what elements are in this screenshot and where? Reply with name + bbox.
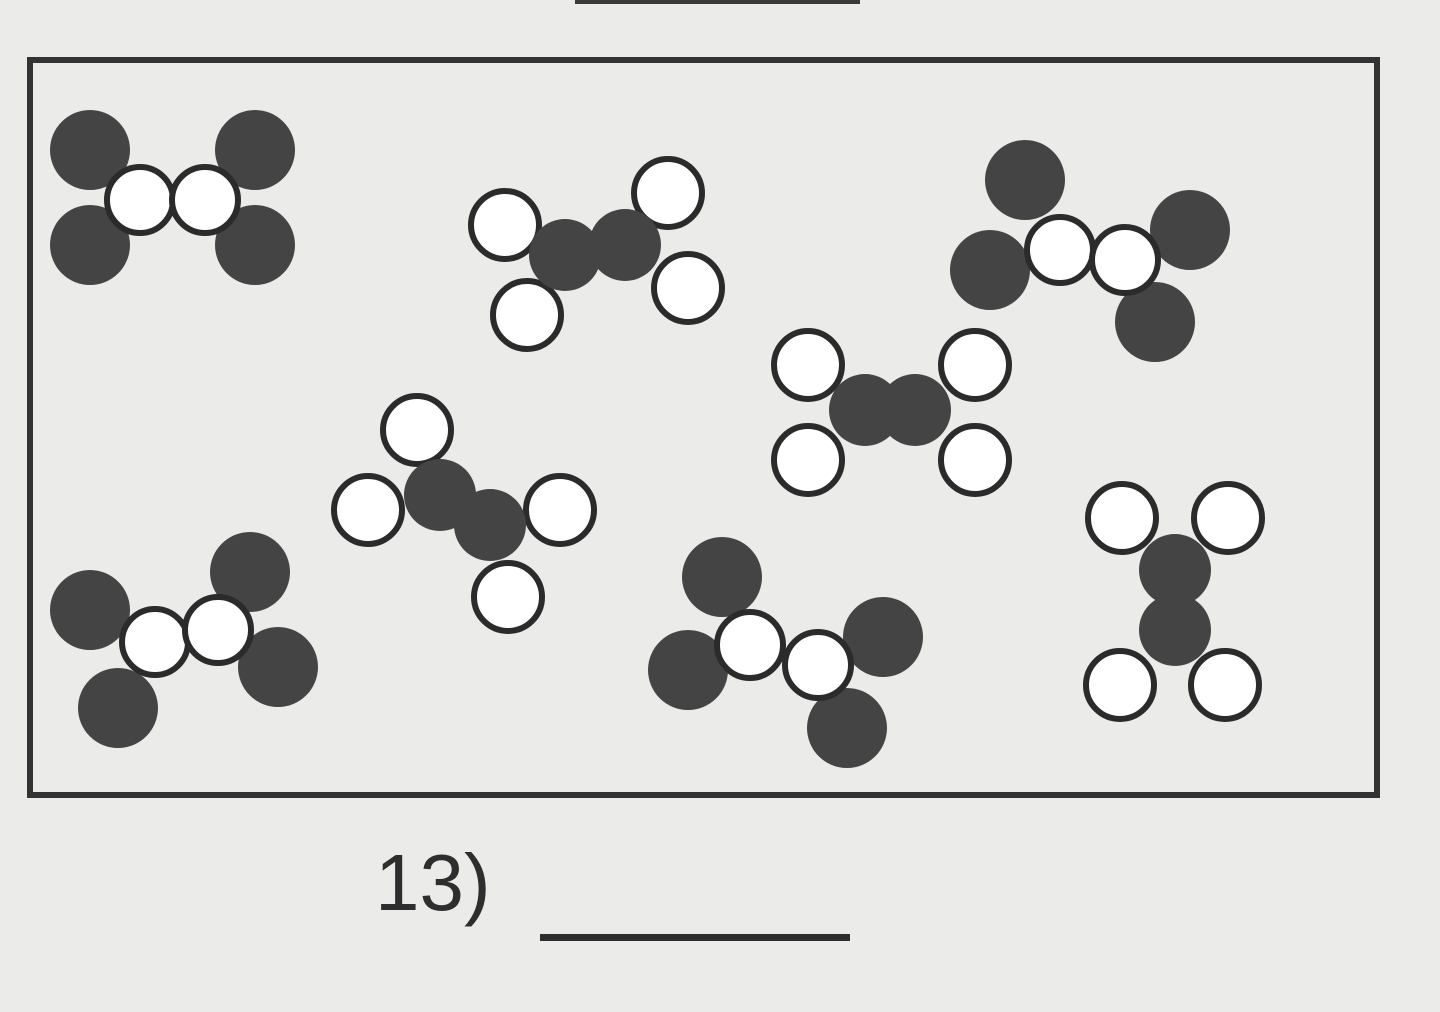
- dark-atom: [529, 219, 601, 291]
- dark-atom: [50, 205, 130, 285]
- light-atom: [1085, 481, 1159, 555]
- particle-box: [27, 57, 1380, 798]
- light-atom: [182, 594, 254, 666]
- dark-atom: [1139, 534, 1211, 606]
- light-atom: [1083, 648, 1157, 722]
- dark-atom: [1139, 594, 1211, 666]
- dark-atom: [682, 537, 762, 617]
- light-atom: [380, 393, 454, 467]
- light-atom: [714, 609, 786, 681]
- dark-atom: [215, 205, 295, 285]
- light-atom: [771, 328, 845, 402]
- light-atom: [523, 473, 597, 547]
- molecule-1: [50, 110, 295, 285]
- answer-blank-line[interactable]: [540, 934, 850, 941]
- light-atom: [104, 164, 176, 236]
- dark-atom: [807, 688, 887, 768]
- top-cutoff-line: [575, 0, 860, 4]
- light-atom: [1188, 648, 1262, 722]
- molecule-group: [50, 110, 1265, 768]
- molecule-8: [1083, 481, 1265, 722]
- dark-atom: [843, 597, 923, 677]
- molecule-2: [468, 156, 725, 352]
- dark-atom: [879, 374, 951, 446]
- dark-atom: [1115, 282, 1195, 362]
- dark-atom: [648, 630, 728, 710]
- light-atom: [1024, 214, 1096, 286]
- molecule-6: [50, 532, 318, 748]
- dark-atom: [50, 110, 130, 190]
- light-atom: [471, 560, 545, 634]
- dark-atom: [454, 489, 526, 561]
- light-atom: [938, 328, 1012, 402]
- dark-atom: [238, 627, 318, 707]
- light-atom: [468, 188, 542, 262]
- molecule-4: [771, 328, 1012, 497]
- light-atom: [631, 156, 705, 230]
- light-atom: [651, 251, 725, 325]
- light-atom: [1191, 481, 1265, 555]
- light-atom: [490, 278, 564, 352]
- light-atom: [119, 606, 191, 678]
- dark-atom: [215, 110, 295, 190]
- dark-atom: [950, 230, 1030, 310]
- dark-atom: [829, 374, 901, 446]
- molecule-3: [950, 140, 1230, 362]
- dark-atom: [210, 532, 290, 612]
- light-atom: [938, 423, 1012, 497]
- molecule-7: [648, 537, 923, 768]
- dark-atom: [78, 668, 158, 748]
- dark-atom: [589, 209, 661, 281]
- light-atom: [1089, 224, 1161, 296]
- light-atom: [331, 473, 405, 547]
- molecule-5: [331, 393, 597, 634]
- dark-atom: [1150, 190, 1230, 270]
- dark-atom: [50, 570, 130, 650]
- light-atom: [771, 423, 845, 497]
- dark-atom: [985, 140, 1065, 220]
- light-atom: [169, 164, 241, 236]
- light-atom: [782, 629, 854, 701]
- question-number: 13): [375, 838, 491, 927]
